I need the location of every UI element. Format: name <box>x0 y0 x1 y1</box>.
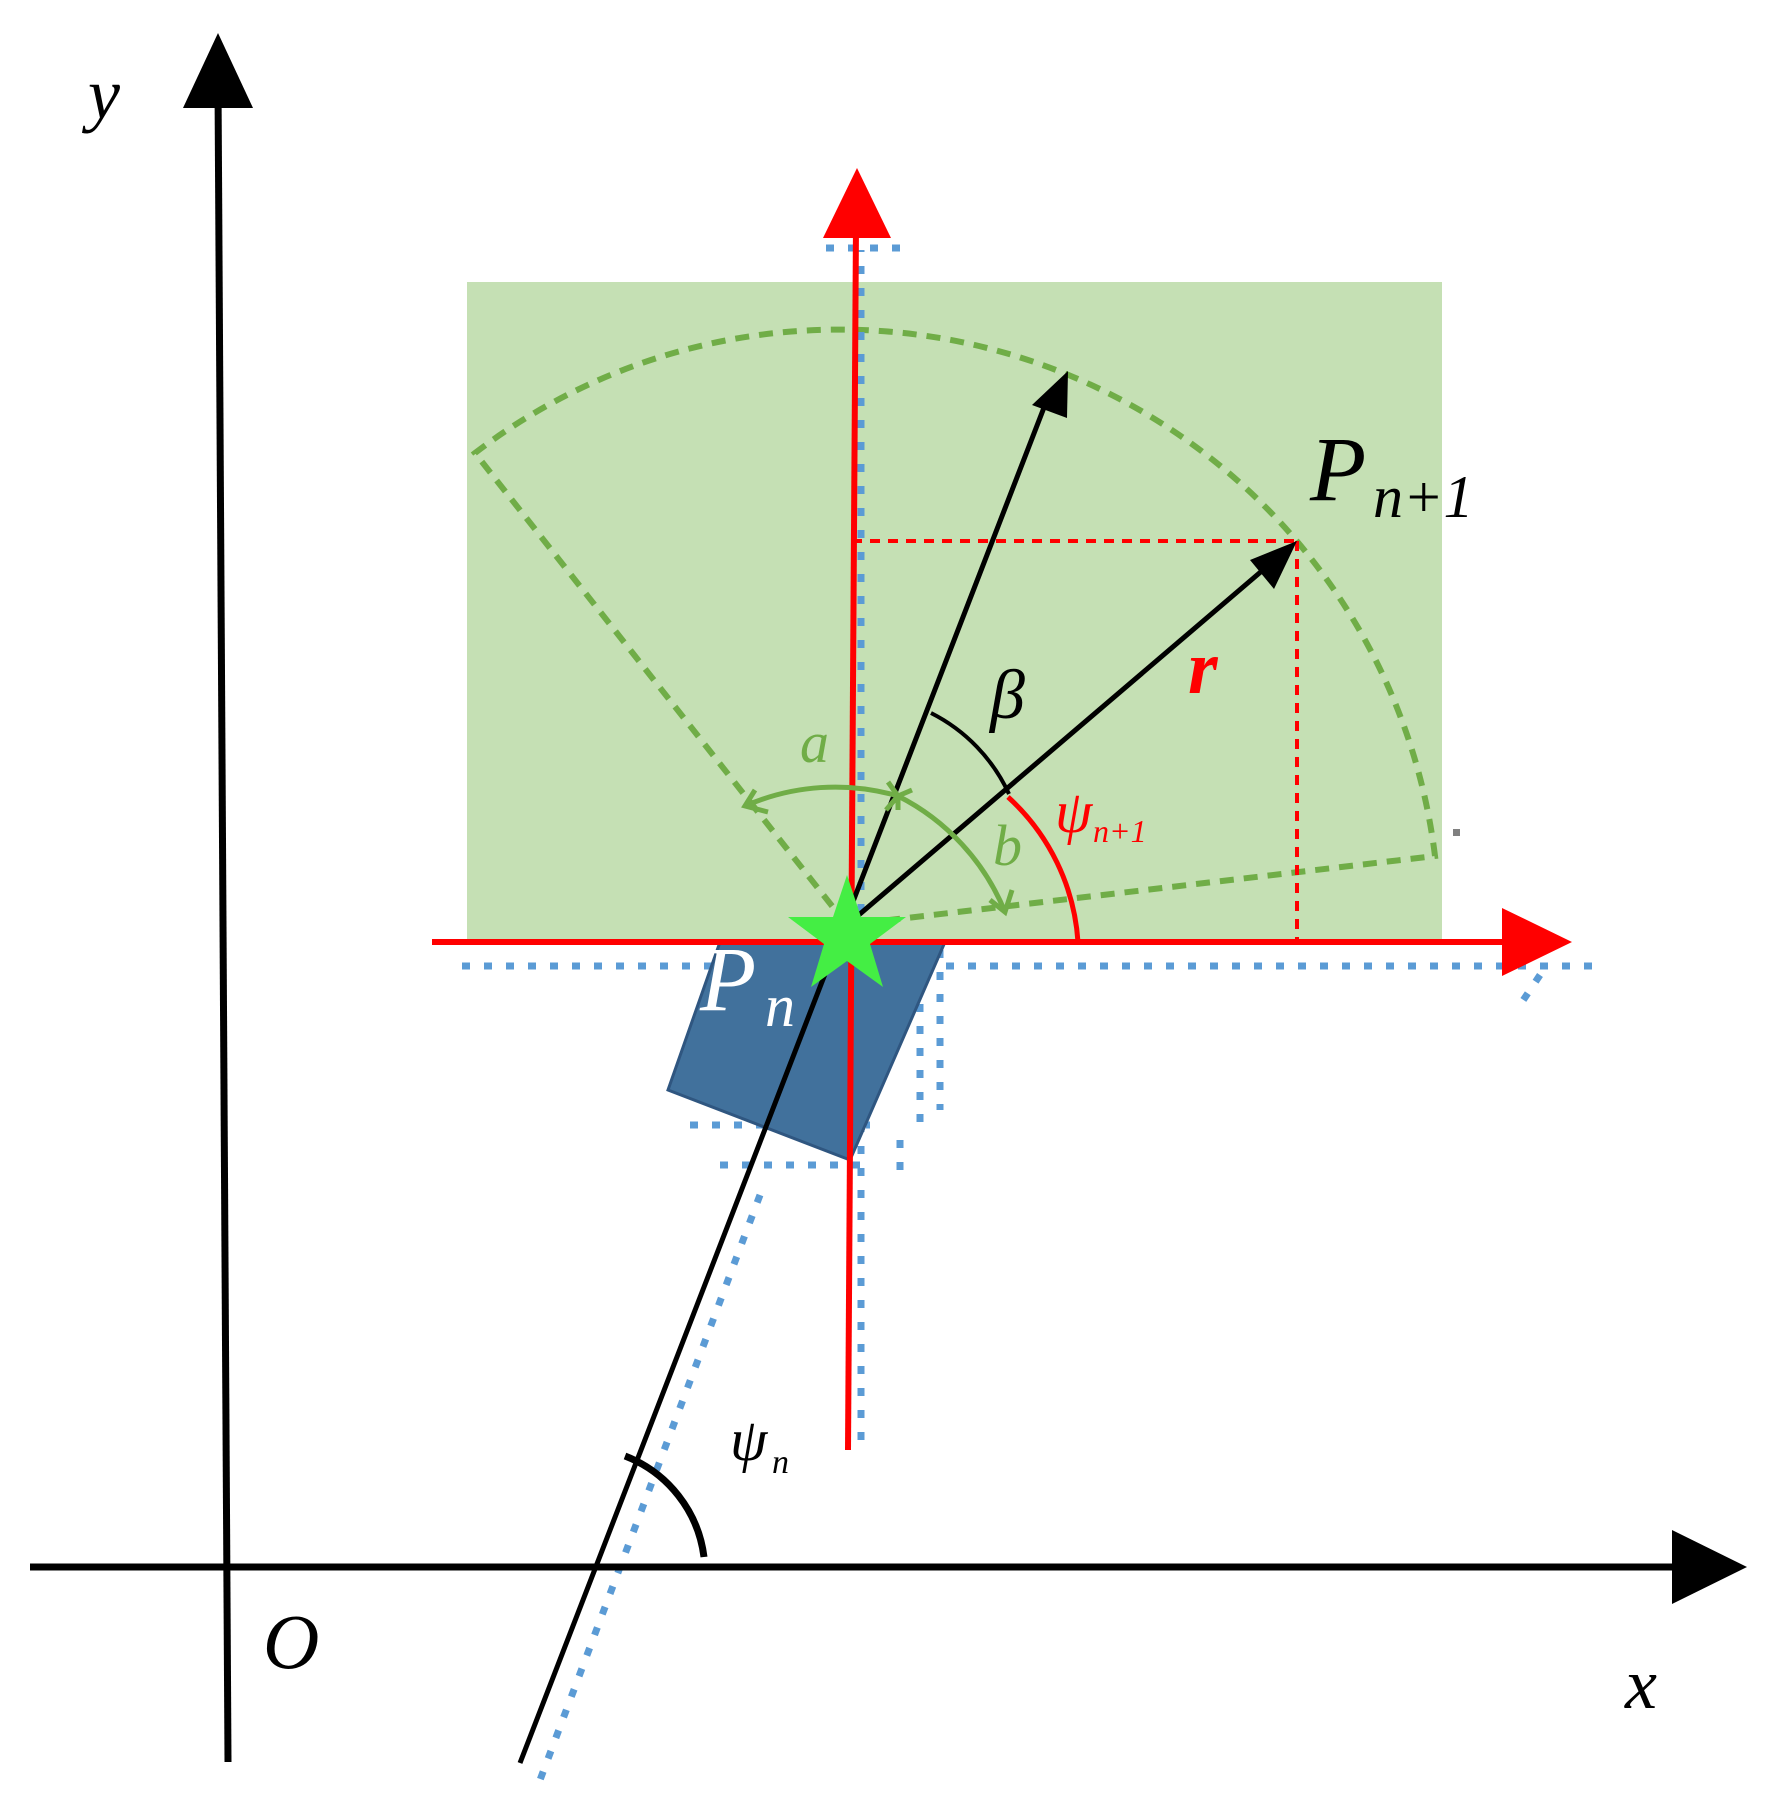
p-next-subscript: n+1 <box>1373 464 1474 530</box>
global-x-arrowhead <box>1672 1530 1747 1604</box>
search-sector <box>470 326 1439 928</box>
origin-label: O <box>263 1598 319 1685</box>
global-axes <box>30 33 1747 1763</box>
r-label: r <box>1188 626 1219 710</box>
psi-n-arc <box>623 1452 708 1558</box>
psi-next-subscript: n+1 <box>1093 813 1147 849</box>
y-axis-label: y <box>81 54 120 134</box>
position-star <box>788 875 906 987</box>
ab-arcs <box>741 780 1015 917</box>
psi-next-label: ψ <box>1055 779 1094 845</box>
projection-lines <box>852 539 1300 942</box>
psi-next-arc <box>1006 795 1081 943</box>
local-x-arrowhead <box>1502 908 1572 976</box>
p-n-subscript: n <box>765 973 795 1039</box>
global-y-arrowhead <box>183 33 253 108</box>
heading-line <box>517 391 1053 1764</box>
r-arrowhead <box>1250 541 1297 589</box>
local-y-axis <box>845 224 859 1451</box>
marker-dot <box>1453 829 1460 836</box>
a-label: a <box>800 710 829 775</box>
feasible-region <box>467 282 1442 942</box>
local-y-arrowhead <box>823 168 891 238</box>
r-vector <box>845 562 1272 927</box>
p-n-label: P <box>699 928 756 1030</box>
beta-label: β <box>988 657 1025 734</box>
global-y-axis <box>214 84 232 1763</box>
psi-n-label: ψ <box>730 1407 769 1473</box>
b-label: b <box>993 813 1022 878</box>
local-axes <box>432 168 1572 1451</box>
beta-arc <box>930 711 1011 795</box>
psi-n-subscript: n <box>772 1444 789 1481</box>
p-next-label: P <box>1309 418 1366 520</box>
heading-arrowhead <box>1032 371 1068 418</box>
x-axis-label: x <box>1624 1644 1657 1724</box>
